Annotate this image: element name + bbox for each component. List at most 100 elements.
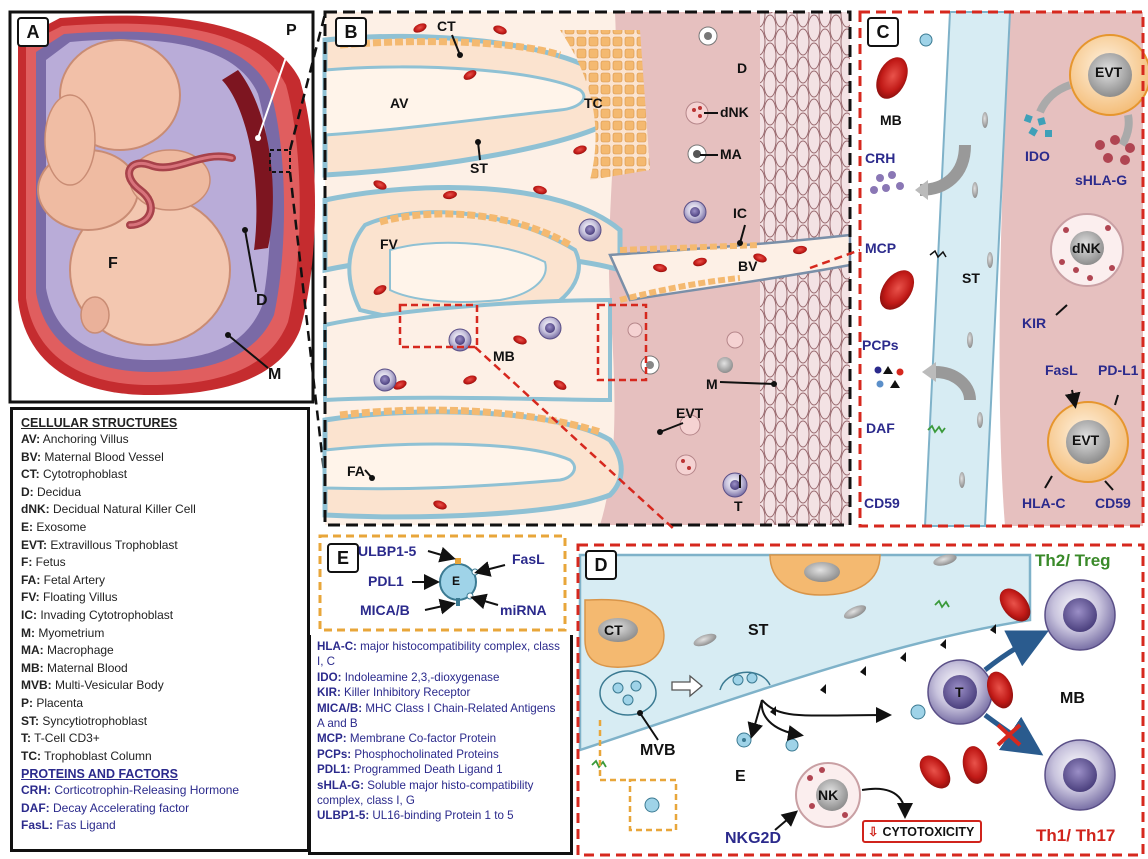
legend-desc: Decidual Natural Killer Cell bbox=[50, 502, 196, 516]
legend-desc: T-Cell CD3+ bbox=[31, 731, 100, 745]
legend-abbr: D: bbox=[21, 485, 34, 499]
legend-abbr: IC: bbox=[21, 608, 37, 622]
label-placenta: P bbox=[286, 22, 297, 40]
legend-abbr: FV: bbox=[21, 590, 40, 604]
legend-desc: Cytotrophoblast bbox=[40, 467, 127, 481]
panel-letter-a: A bbox=[17, 17, 49, 47]
legend-abbr: MB: bbox=[21, 661, 44, 675]
legend-entry: TC: Trophoblast Column bbox=[21, 748, 299, 766]
label-ic: IC bbox=[733, 205, 747, 221]
legend-cellular-header: CELLULAR STRUCTURES bbox=[21, 416, 299, 430]
legend-entry: M: Myometrium bbox=[21, 625, 299, 643]
legend-abbr: FasL: bbox=[21, 818, 53, 832]
label-tcell-d: T bbox=[955, 684, 964, 700]
legend-abbr: PDL1: bbox=[317, 763, 351, 776]
legend-entry: CT: Cytotrophoblast bbox=[21, 466, 299, 484]
legend-entry: KIR: Killer Inhibitory Receptor bbox=[317, 685, 564, 700]
label-mcp: MCP bbox=[865, 240, 896, 256]
legend-entry: IDO: Indoleamine 2,3,-dioxygenase bbox=[317, 670, 564, 685]
label-mb-b: MB bbox=[493, 348, 515, 364]
legend-abbr: CRH: bbox=[21, 783, 51, 797]
legend-abbr: AV: bbox=[21, 432, 40, 446]
label-decidua-a: D bbox=[256, 292, 268, 310]
legend-entry: T: T-Cell CD3+ bbox=[21, 730, 299, 748]
legend-abbr: HLA-C: bbox=[317, 640, 357, 653]
legend-desc: Extravillous Trophoblast bbox=[47, 538, 178, 552]
legend-abbr: BV: bbox=[21, 450, 41, 464]
legend-entry: MCP: Membrane Co-factor Protein bbox=[317, 731, 564, 746]
legend-desc: Myometrium bbox=[35, 626, 104, 640]
legend-entry: FA: Fetal Artery bbox=[21, 572, 299, 590]
label-dnk-c: dNK bbox=[1072, 240, 1101, 256]
panel-c-illustration bbox=[860, 12, 1148, 526]
label-evt-bottom: EVT bbox=[1072, 432, 1099, 448]
label-dnk-b: dNK bbox=[720, 104, 749, 120]
legend-desc: Membrane Co-factor Protein bbox=[347, 732, 497, 745]
legend-entry: AV: Anchoring Villus bbox=[21, 431, 299, 449]
label-exosome-e: E bbox=[452, 574, 460, 588]
label-floating-villus: FV bbox=[380, 236, 398, 252]
down-arrow-icon: ⇩ bbox=[868, 825, 878, 839]
legend-abbr: sHLA-G: bbox=[317, 779, 364, 792]
label-cd59-right: CD59 bbox=[1095, 495, 1131, 511]
legend-proteins-header: PROTEINS AND FACTORS bbox=[21, 767, 299, 781]
label-ct-d: CT bbox=[604, 622, 623, 638]
legend-desc: Decidua bbox=[34, 485, 81, 499]
legend-abbr: M: bbox=[21, 626, 35, 640]
legend-entry: CRH: Corticotrophin-Releasing Hormone bbox=[21, 782, 299, 800]
legend-desc: Killer Inhibitory Receptor bbox=[341, 686, 471, 699]
legend-abbr: MICA/B: bbox=[317, 702, 362, 715]
legend-desc: Maternal Blood bbox=[44, 661, 128, 675]
legend-desc: Programmed Death Ligand 1 bbox=[351, 763, 503, 776]
panel-letter-b: B bbox=[335, 17, 367, 47]
panel-d-illustration bbox=[578, 545, 1143, 855]
label-ct-b: CT bbox=[437, 18, 456, 34]
label-ulbp: ULBP1-5 bbox=[358, 543, 416, 559]
legend-desc: Fetal Artery bbox=[40, 573, 105, 587]
legend-desc: UL16-binding Protein 1 to 5 bbox=[369, 809, 513, 822]
label-fetus: F bbox=[108, 255, 118, 273]
label-myometrium-b: M bbox=[706, 376, 718, 392]
legend-entry: P: Placenta bbox=[21, 695, 299, 713]
legend-entry: EVT: Extravillous Trophoblast bbox=[21, 537, 299, 555]
legend-desc: Anchoring Villus bbox=[40, 432, 129, 446]
legend-abbr: TC: bbox=[21, 749, 41, 763]
legend-entry: MB: Maternal Blood bbox=[21, 660, 299, 678]
legend-abbr: MVB: bbox=[21, 678, 52, 692]
legend-entry: PCPs: Phosphocholinated Proteins bbox=[317, 747, 564, 762]
label-shla-g: sHLA-G bbox=[1075, 172, 1127, 188]
label-fetal-artery: FA bbox=[347, 463, 365, 479]
legend-entry: D: Decidua bbox=[21, 484, 299, 502]
label-mirna: miRNA bbox=[500, 602, 547, 618]
legend-entry: HLA-C: major histocompatibility complex,… bbox=[317, 639, 564, 670]
legend-entry: IC: Invading Cytotrophoblast bbox=[21, 607, 299, 625]
legend-entry: ULBP1-5: UL16-binding Protein 1 to 5 bbox=[317, 808, 564, 823]
legend-entry: PDL1: Programmed Death Ligand 1 bbox=[317, 762, 564, 777]
legend-abbr: FA: bbox=[21, 573, 40, 587]
legend-desc: Multi-Vesicular Body bbox=[52, 678, 164, 692]
legend-entry: BV: Maternal Blood Vessel bbox=[21, 449, 299, 467]
legend-desc: Trophoblast Column bbox=[41, 749, 152, 763]
label-fasl-e: FasL bbox=[512, 551, 545, 567]
cytotoxicity-box: ⇩CYTOTOXICITY bbox=[862, 820, 982, 843]
legend-abbr: ST: bbox=[21, 714, 39, 728]
legend-desc: Corticotrophin-Releasing Hormone bbox=[51, 783, 239, 797]
label-th1-th17: Th1/ Th17 bbox=[1036, 826, 1115, 846]
label-exosome-d: E bbox=[735, 768, 746, 786]
label-crh: CRH bbox=[865, 150, 895, 166]
panel-letter-d: D bbox=[585, 550, 617, 580]
legend-abbr: MCP: bbox=[317, 732, 347, 745]
label-evt-top: EVT bbox=[1095, 64, 1122, 80]
legend-entry: sHLA-G: Soluble major histo-compatibilit… bbox=[317, 778, 564, 809]
panel-letter-e: E bbox=[327, 543, 359, 573]
label-evt-b: EVT bbox=[676, 405, 703, 421]
legend-entry: ST: Syncytiotrophoblast bbox=[21, 713, 299, 731]
legend-entry: MVB: Multi-Vesicular Body bbox=[21, 677, 299, 695]
legend-desc: Floating Villus bbox=[40, 590, 118, 604]
legend-abbr: CT: bbox=[21, 467, 40, 481]
label-mica-b: MICA/B bbox=[360, 602, 410, 618]
label-mvb: MVB bbox=[640, 742, 676, 760]
legend-abbr: T: bbox=[21, 731, 31, 745]
label-kir: KIR bbox=[1022, 315, 1046, 331]
